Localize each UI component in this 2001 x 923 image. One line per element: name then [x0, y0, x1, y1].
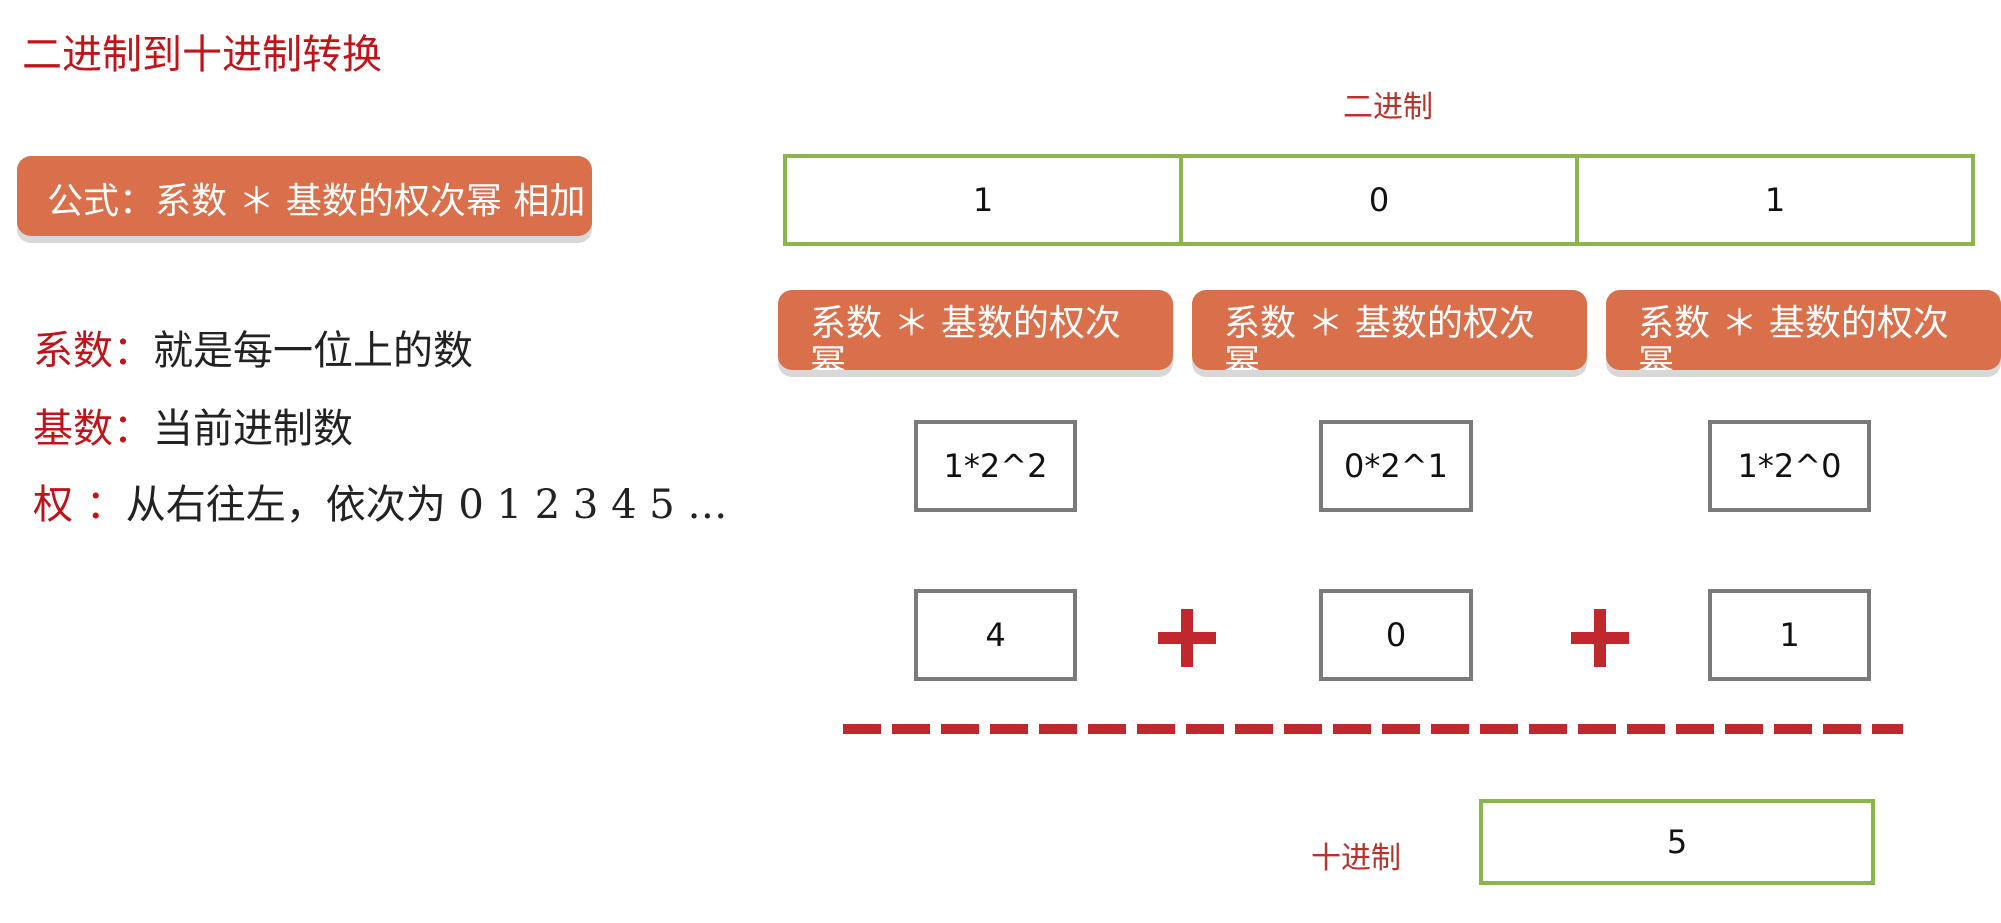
term-banner: 系数 ＊ 基数的权次幂 — [1606, 290, 2001, 370]
term-banner: 系数 ＊ 基数的权次幂 — [778, 290, 1173, 370]
page-title: 二进制到十进制转换 — [22, 32, 382, 78]
result-box: 4 — [914, 589, 1077, 681]
definition-text: 从右往左，依次为 0 1 2 3 4 5 … — [125, 482, 728, 528]
binary-label: 二进制 — [1343, 90, 1433, 125]
definition-base: 基数：当前进制数 — [33, 396, 353, 454]
definition-coefficient: 系数：就是每一位上的数 — [33, 318, 473, 376]
definition-weight: 权 ：从右往左，依次为 0 1 2 3 4 5 … — [33, 472, 727, 530]
decimal-result-box: 5 — [1479, 799, 1875, 885]
dashed-divider — [843, 724, 1903, 734]
binary-digit: 1 — [1575, 158, 1971, 242]
plus-icon — [1571, 609, 1629, 667]
formula-text: 公式：系数 ＊ 基数的权次幂 相加 — [47, 181, 586, 222]
definition-text: 当前进制数 — [153, 406, 353, 452]
term-text: 系数 ＊ 基数的权次幂 — [810, 303, 1121, 371]
formula-banner: 公式：系数 ＊ 基数的权次幂 相加 — [17, 156, 592, 236]
definition-label: 权 ： — [33, 482, 126, 528]
expression-box: 1*2^0 — [1708, 420, 1871, 512]
definition-label: 系数： — [33, 328, 153, 374]
definition-text: 就是每一位上的数 — [153, 328, 473, 374]
term-text: 系数 ＊ 基数的权次幂 — [1638, 303, 1949, 371]
decimal-label: 十进制 — [1311, 841, 1401, 876]
result-box: 1 — [1708, 589, 1871, 681]
binary-digit: 0 — [1179, 158, 1575, 242]
plus-icon — [1158, 609, 1216, 667]
binary-digit-row: 1 0 1 — [783, 154, 1975, 246]
definition-label: 基数： — [33, 406, 153, 452]
result-box: 0 — [1319, 589, 1473, 681]
expression-box: 0*2^1 — [1319, 420, 1473, 512]
binary-digit: 1 — [972, 181, 994, 219]
term-text: 系数 ＊ 基数的权次幂 — [1224, 303, 1535, 371]
term-banner: 系数 ＊ 基数的权次幂 — [1192, 290, 1587, 370]
expression-box: 1*2^2 — [914, 420, 1077, 512]
